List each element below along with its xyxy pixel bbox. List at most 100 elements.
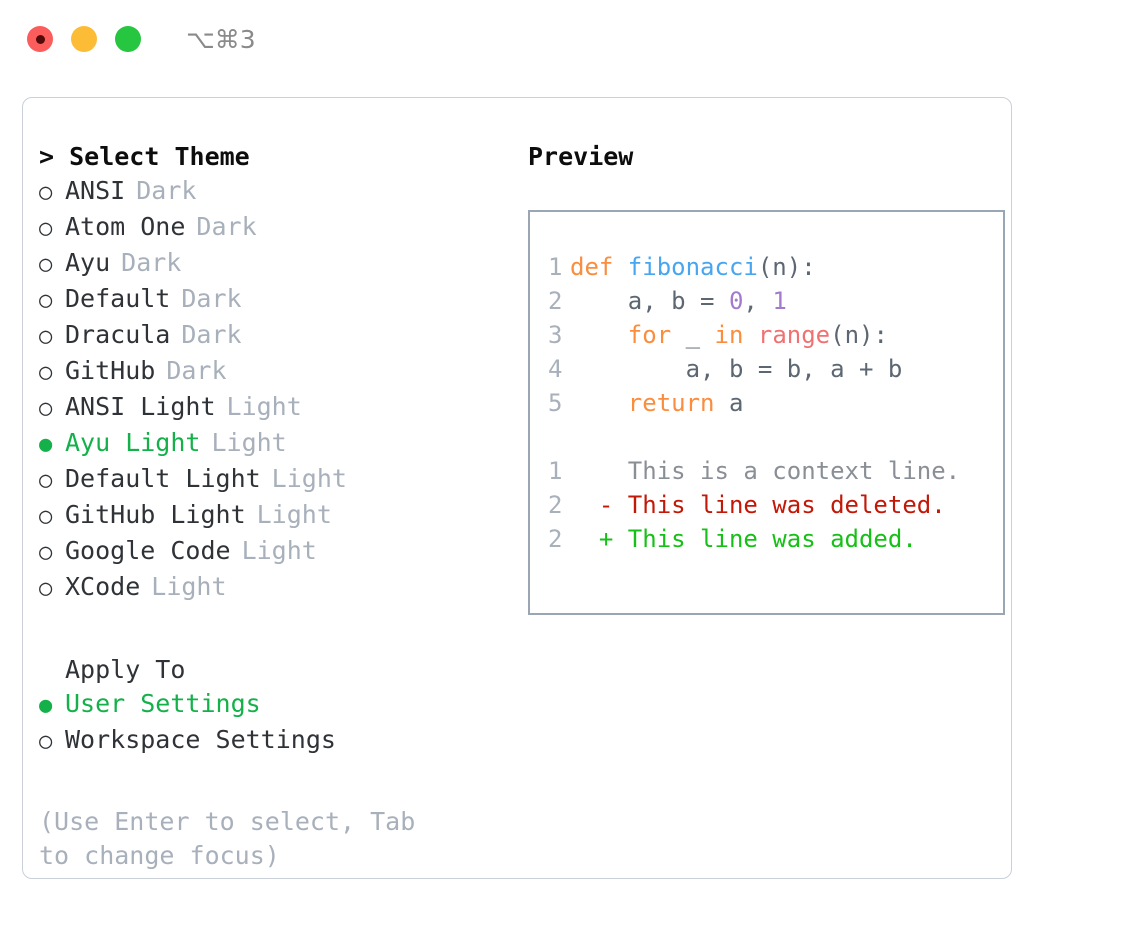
theme-name: XCode: [65, 572, 141, 601]
recording-dot-icon: [35, 34, 45, 44]
theme-row[interactable]: ○ GitHub Light Light: [39, 498, 509, 534]
code-token: a: [714, 389, 744, 417]
code-line: 3 for _ in range(n):: [548, 318, 1003, 352]
theme-row[interactable]: ○ Default Dark: [39, 282, 509, 318]
radio-unselected-icon: ○: [39, 216, 53, 241]
theme-row[interactable]: ○ ANSI Dark: [39, 174, 509, 210]
theme-name: Google Code: [65, 536, 231, 565]
theme-name: Default: [65, 284, 171, 313]
code-line-number: 2: [548, 287, 563, 315]
theme-variant-tag: Light: [256, 500, 332, 529]
code-line: 4 a, b = b, a + b: [548, 352, 1003, 386]
radio-unselected-icon: ○: [39, 252, 53, 277]
code-token: 0: [728, 287, 744, 315]
theme-name: ANSI: [65, 176, 126, 205]
theme-variant-tag: Dark: [181, 320, 242, 349]
code-token: range: [757, 321, 831, 349]
theme-variant-tag: Dark: [196, 212, 257, 241]
theme-name: Default Light: [65, 464, 261, 493]
code-token: (n):: [830, 321, 888, 349]
zoom-button[interactable]: [115, 26, 141, 52]
select-theme-header: > Select Theme: [39, 142, 250, 171]
code-token: a, b =: [570, 287, 729, 315]
code-line-number: 4: [548, 355, 563, 383]
diff-line-number: 1: [548, 457, 563, 485]
radio-unselected-icon: ○: [39, 504, 53, 529]
code-token: [743, 321, 757, 349]
theme-name: GitHub: [65, 356, 156, 385]
diff-line-number: 2: [548, 491, 563, 519]
code-token: fibonacci: [627, 253, 758, 281]
apply-to-name: Workspace Settings: [65, 725, 336, 754]
code-token: return: [627, 389, 715, 417]
radio-unselected-icon: ○: [39, 180, 53, 205]
code-token: in: [714, 321, 744, 349]
theme-variant-tag: Light: [211, 428, 287, 457]
theme-name: Atom One: [65, 212, 186, 241]
preview-spacer: [548, 420, 1003, 454]
keyboard-hint-text: (Use Enter to select, Tab to change focu…: [39, 807, 416, 870]
code-line: 2 a, b = 0, 1: [548, 284, 1003, 318]
radio-unselected-icon: ○: [39, 288, 53, 313]
theme-row[interactable]: ● Ayu Light Light: [39, 426, 509, 462]
close-button[interactable]: [27, 26, 53, 52]
theme-row[interactable]: ○ Ayu Dark: [39, 246, 509, 282]
apply-to-row[interactable]: ●User Settings: [39, 687, 509, 723]
keyboard-shortcut-label: ⌥⌘3: [186, 24, 256, 54]
code-token: 1: [772, 287, 787, 315]
preview-header: Preview: [528, 142, 634, 171]
radio-selected-icon: ●: [39, 432, 53, 457]
title-bar: ⌥⌘3: [0, 0, 1140, 78]
theme-variant-tag: Dark: [166, 356, 227, 385]
theme-variant-tag: Dark: [136, 176, 197, 205]
theme-name: ANSI Light: [65, 392, 216, 421]
theme-name: Ayu: [65, 248, 111, 277]
apply-to-label: Apply To: [65, 655, 186, 684]
code-token: def: [570, 253, 628, 281]
diff-line-text: - This line was deleted.: [570, 491, 946, 519]
code-token: (n):: [757, 253, 816, 281]
theme-row[interactable]: ○ Google Code Light: [39, 534, 509, 570]
code-token: ,: [743, 287, 773, 315]
diff-preview: 1 This is a context line.2 - This line w…: [548, 454, 1003, 556]
code-line-number: 3: [548, 321, 563, 349]
theme-row[interactable]: ○ GitHub Dark: [39, 354, 509, 390]
minimize-button[interactable]: [71, 26, 97, 52]
radio-unselected-icon: ○: [39, 324, 53, 349]
diff-line-number: 2: [548, 525, 563, 553]
diff-line: 2 - This line was deleted.: [548, 488, 1003, 522]
code-token: [570, 389, 628, 417]
theme-variant-tag: Dark: [181, 284, 242, 313]
code-token: a, b = b, a + b: [570, 355, 903, 383]
theme-name: Ayu Light: [65, 428, 201, 457]
theme-variant-tag: Light: [271, 464, 347, 493]
radio-unselected-icon: ○: [39, 360, 53, 385]
apply-to-name: User Settings: [65, 689, 261, 718]
code-token: for: [627, 321, 672, 349]
diff-line: 1 This is a context line.: [548, 454, 1003, 488]
code-line-number: 5: [548, 389, 563, 417]
window-controls: [27, 26, 141, 52]
theme-variant-tag: Light: [151, 572, 227, 601]
diff-line-text: This is a context line.: [570, 457, 961, 485]
theme-name: GitHub Light: [65, 500, 246, 529]
theme-row[interactable]: ○ Dracula Dark: [39, 318, 509, 354]
radio-unselected-icon: ○: [39, 729, 53, 754]
theme-variant-tag: Light: [241, 536, 317, 565]
code-line: 5 return a: [548, 386, 1003, 420]
radio-unselected-icon: ○: [39, 540, 53, 565]
theme-name: Dracula: [65, 320, 171, 349]
code-token: _: [671, 321, 715, 349]
diff-line: 2 + This line was added.: [548, 522, 1003, 556]
theme-variant-tag: Dark: [121, 248, 182, 277]
theme-row[interactable]: ○ Atom One Dark: [39, 210, 509, 246]
apply-to-list[interactable]: ●User Settings ○ Workspace Settings: [39, 687, 509, 759]
apply-to-row[interactable]: ○ Workspace Settings: [39, 723, 509, 759]
